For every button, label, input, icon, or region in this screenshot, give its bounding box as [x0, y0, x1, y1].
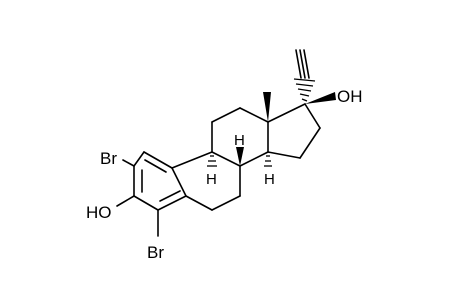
bond-c3-c4	[133, 195, 159, 211]
bond-c6-c7	[211, 195, 241, 211]
bond-c17-c16	[304, 103, 321, 129]
ring-d	[267, 103, 321, 159]
ring-a	[133, 151, 187, 211]
double-bond-inner-1	[144, 159, 167, 173]
ring-b	[171, 151, 241, 211]
h8-label: H	[234, 132, 245, 149]
bond-c5-c10	[171, 167, 187, 197]
h8-wedge	[236, 147, 244, 166]
h9-hash	[207, 155, 217, 167]
bond-c11-c12	[211, 107, 241, 123]
methyl-wedge	[263, 92, 271, 122]
h9-label: H	[206, 171, 217, 188]
bond-c12-c13	[239, 107, 269, 123]
ethynyl-hash	[293, 78, 316, 102]
bond-c1-c2	[133, 151, 145, 167]
bond-c3-oh	[116, 195, 135, 207]
ring-c	[211, 107, 269, 167]
bond-c9-c10	[171, 151, 213, 169]
double-bond-inner-3	[159, 190, 181, 202]
bond-c5-c6	[185, 195, 213, 211]
bond-c13-c17	[267, 103, 306, 123]
bond-c10-c1	[143, 151, 173, 169]
h14-hash	[264, 155, 272, 167]
bond-c16-c15	[299, 127, 321, 159]
br-bottom-label: Br	[147, 243, 164, 262]
oh-17-label: OH	[337, 87, 363, 106]
h14-label: H	[264, 171, 275, 188]
bond-c14-c8	[239, 151, 269, 167]
oh-phenol-label: HO	[86, 203, 112, 222]
bond-c15-c14	[267, 151, 301, 159]
bond-c4-c5	[157, 195, 187, 211]
triple-bond	[295, 49, 310, 79]
bond-c2-br	[122, 159, 135, 167]
bond-c8-c9	[211, 151, 241, 167]
br-top-label: Br	[100, 149, 117, 168]
oh-wedge	[305, 92, 336, 104]
